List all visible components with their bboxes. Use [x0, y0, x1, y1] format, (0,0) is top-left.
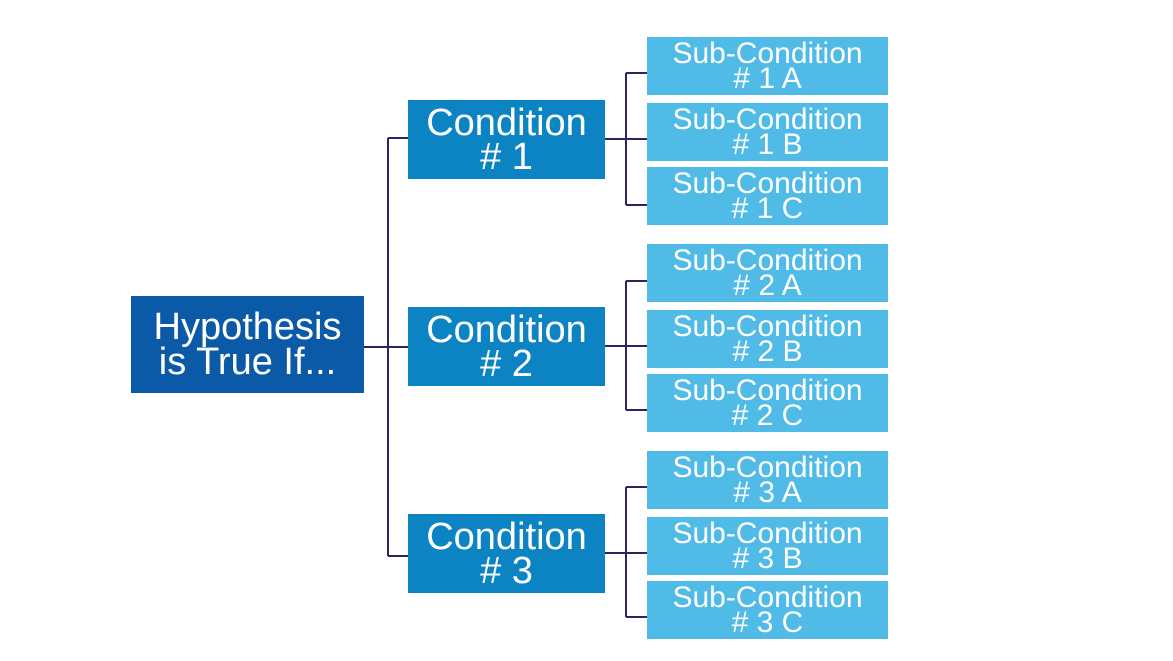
subcondition-2b-box: Sub-Condition # 2 B: [647, 310, 888, 368]
subcondition-3c-box: Sub-Condition # 3 C: [647, 581, 888, 639]
subcondition-3a-label-line-2: # 3 A: [733, 476, 802, 509]
subcondition-3c-label-line-1: Sub-Condition: [672, 581, 863, 614]
subcondition-1a-box: Sub-Condition # 1 A: [647, 37, 888, 95]
condition-1-box: Condition # 1: [408, 100, 605, 179]
subcondition-1a-label-line-1: Sub-Condition: [672, 37, 863, 70]
condition-2-label-line-1: Condition: [426, 308, 587, 351]
subcondition-3a-label-line-1: Sub-Condition: [672, 451, 863, 484]
subcondition-2a-label-line-2: # 2 A: [733, 269, 802, 302]
condition-3-box: Condition # 3: [408, 514, 605, 593]
connector-condition-2-to-subs: [605, 280, 647, 411]
subcondition-2b-label-line-1: Sub-Condition: [672, 310, 863, 343]
condition-1-label-line-1: Condition: [426, 101, 587, 144]
condition-2-box: Condition # 2: [408, 307, 605, 386]
subcondition-1c-box: Sub-Condition # 1 C: [647, 167, 888, 225]
subcondition-2a-label-line-1: Sub-Condition: [672, 244, 863, 277]
subcondition-3b-label-line-2: # 3 B: [732, 542, 803, 575]
subcondition-2c-box: Sub-Condition # 2 C: [647, 374, 888, 432]
hypothesis-box: Hypothesis is True If...: [131, 296, 364, 393]
subcondition-3b-box: Sub-Condition # 3 B: [647, 517, 888, 575]
subcondition-1b-label-line-2: # 1 B: [732, 128, 803, 161]
connector-condition-3-to-subs: [605, 486, 647, 618]
subcondition-2c-label-line-2: # 2 C: [731, 399, 804, 432]
condition-2-label-line-2: # 2: [480, 342, 533, 385]
connector-condition-1-to-subs: [605, 72, 647, 206]
subcondition-3a-box: Sub-Condition # 3 A: [647, 451, 888, 509]
subcondition-1c-label-line-1: Sub-Condition: [672, 167, 863, 200]
subcondition-1c-label-line-2: # 1 C: [731, 192, 804, 225]
connector-root-to-conditions: [364, 137, 408, 557]
subcondition-2a-box: Sub-Condition # 2 A: [647, 244, 888, 302]
subcondition-1b-label-line-1: Sub-Condition: [672, 103, 863, 136]
hypothesis-label-line-1: Hypothesis: [153, 305, 342, 348]
subcondition-2b-label-line-2: # 2 B: [732, 335, 803, 368]
subcondition-2c-label-line-1: Sub-Condition: [672, 374, 863, 407]
hypothesis-label-line-2: is True If...: [158, 340, 337, 383]
subcondition-1b-box: Sub-Condition # 1 B: [647, 103, 888, 161]
condition-3-label-line-1: Condition: [426, 515, 587, 558]
subcondition-1a-label-line-2: # 1 A: [733, 62, 802, 95]
subcondition-3b-label-line-1: Sub-Condition: [672, 517, 863, 550]
condition-1-label-line-2: # 1: [480, 135, 533, 178]
condition-3-label-line-2: # 3: [480, 549, 533, 592]
subcondition-3c-label-line-2: # 3 C: [731, 606, 804, 639]
